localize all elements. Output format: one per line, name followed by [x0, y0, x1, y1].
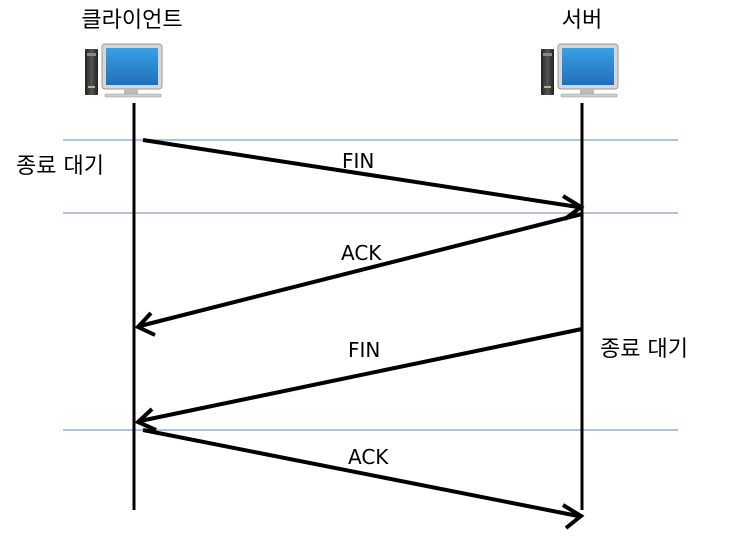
message-arrow-ack-1 [134, 212, 583, 337]
client-computer-icon [85, 43, 163, 98]
message-arrow-ack-2 [142, 428, 585, 530]
server-wait-state-label: 종료 대기 [600, 337, 688, 362]
message-label-fin-1: FIN [342, 149, 375, 173]
client-title: 클라이언트 [81, 8, 183, 33]
server-title: 서버 [561, 8, 603, 33]
message-arrow-fin-2 [134, 327, 583, 432]
message-label-fin-2: FIN [348, 338, 381, 362]
message-label-ack-1: ACK [341, 241, 382, 265]
client-wait-state-label: 종료 대기 [16, 154, 104, 179]
message-label-ack-2: ACK [348, 445, 389, 469]
server-computer-icon [541, 43, 619, 98]
